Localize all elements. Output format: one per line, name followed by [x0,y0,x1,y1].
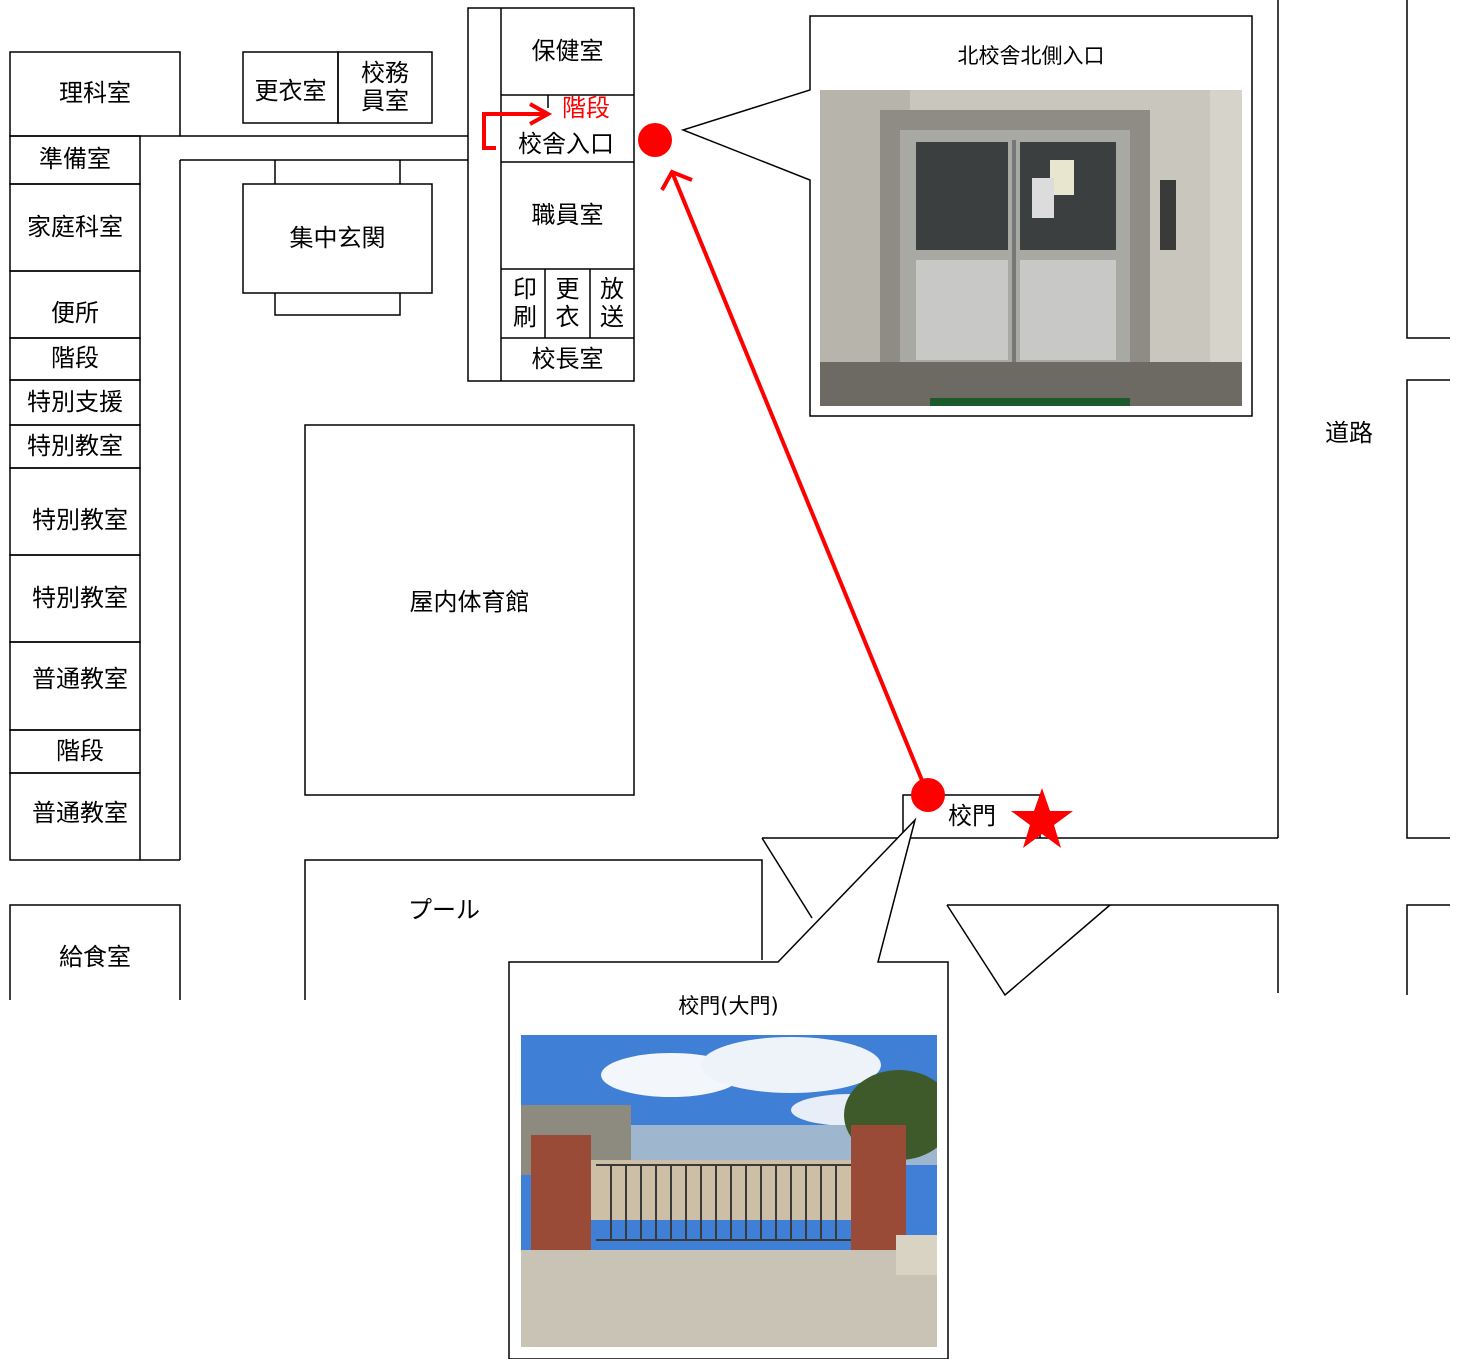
gate-label: 校門 [948,802,996,830]
room-junbi: 準備室 [39,145,111,174]
room-tokubetsu-2: 特別教室 [32,505,128,534]
north-entrance-photo-image [820,90,1242,406]
gate-photo-image [521,1035,937,1347]
room-insatsu-line-1: 印 [513,275,537,304]
current-location-star [1011,788,1073,848]
room-kousha-iriguchi: 校舎入口 [518,130,614,158]
room-koui-2: 更 衣 [545,270,590,338]
gate-photo [521,1035,937,1347]
room-kaidan-red: 階段 [562,94,610,122]
room-benjo: 便所 [51,299,99,328]
room-kyushoku: 給食室 [59,942,131,971]
room-katei: 家庭科室 [27,212,123,241]
room-housou: 放 送 [590,270,634,338]
room-kaidan-1: 階段 [51,344,99,373]
gate-callout-title: 校門(大門) [678,994,779,1018]
room-taiikukan: 屋内体育館 [409,587,530,616]
room-pool: プール [408,896,480,924]
room-komu: 校務 員室 [338,52,432,123]
room-hoken: 保健室 [531,36,604,65]
room-komu-line-2: 員室 [361,86,409,115]
room-koui: 更衣室 [254,77,327,106]
north-entrance-photo [820,90,1242,406]
road-label: 道路 [1325,419,1373,447]
north-entrance-title: 北校舎北側入口 [957,44,1105,68]
room-futsu-2: 普通教室 [32,799,128,828]
room-tokubetsu-1: 特別教室 [27,431,123,460]
entrance-marker [638,123,672,157]
room-housou-line-1: 放 [600,275,624,304]
room-rika: 理科室 [59,79,131,108]
room-insatsu-line-2: 刷 [513,303,537,331]
gate-marker [911,778,945,812]
room-kouchou: 校長室 [531,344,604,373]
room-komu-line-1: 校務 [361,58,409,87]
room-insatsu: 印 刷 [503,270,547,338]
room-koui-2-line-1: 更 [555,275,580,304]
room-futsu-1: 普通教室 [32,665,128,694]
room-housou-line-2: 送 [600,303,624,331]
room-shuchu-genkan: 集中玄関 [289,223,386,252]
room-shokuin: 職員室 [531,200,604,229]
room-tokubetsu-3: 特別教室 [32,583,128,612]
room-koui-2-line-2: 衣 [555,303,580,331]
room-tokubetsu-shien: 特別支援 [27,387,123,416]
room-kaidan-2: 階段 [56,736,104,765]
